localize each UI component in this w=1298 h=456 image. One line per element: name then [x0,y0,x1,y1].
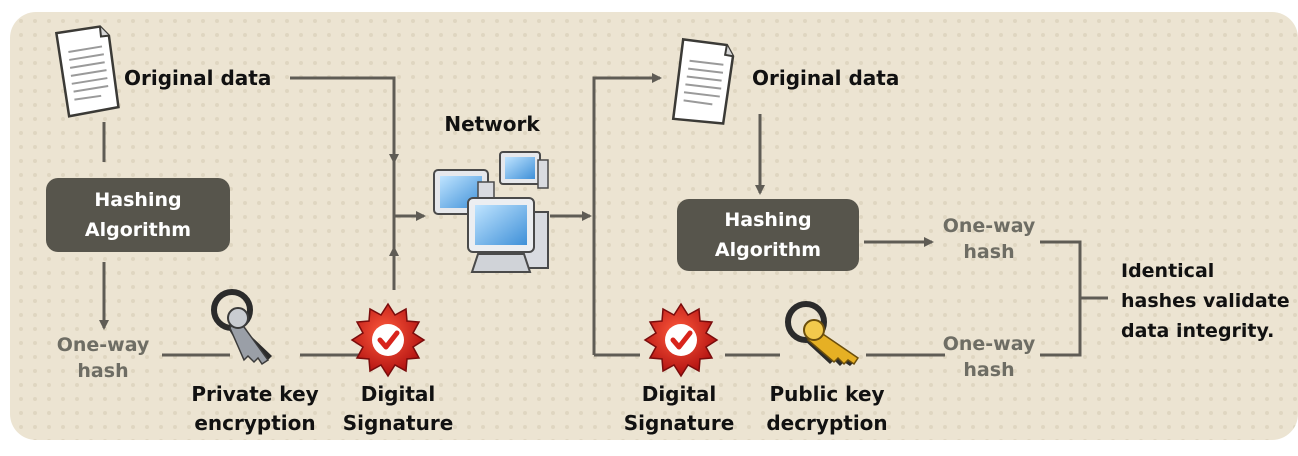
network-label: Network [444,112,540,136]
connectors [99,73,1108,357]
key-icon [785,301,860,366]
digital-signature-label-right: Digital Signature [614,380,744,438]
private-key-line-1: Private key [191,382,319,406]
seal-icon [350,302,426,378]
public-key-decryption-label: Public key decryption [752,380,902,438]
computer-icon [433,151,549,273]
private-key-line-2: encryption [194,411,316,435]
signature-line-2: Signature [342,411,454,435]
one-way-line-1: One-way [56,334,150,356]
result-label: Identical hashes validate data integrity… [1121,256,1290,346]
one-way-hash-label-right-bottom: One-way hash [934,331,1044,383]
background-panel [10,12,1298,440]
seal-icon [643,302,719,378]
one-way-hash-label-right-top: One-way hash [934,213,1044,265]
signature-line-2: Signature [623,411,735,435]
key-icon [211,289,272,366]
one-way-line-1: One-way [942,333,1036,355]
result-line-1: Identical [1121,260,1215,282]
hashing-line-2: Algorithm [84,219,192,241]
public-key-line-2: decryption [766,411,888,435]
hashing-line-2: Algorithm [714,239,822,261]
private-key-encryption-label: Private key encryption [180,380,330,438]
signature-line-1: Digital [641,382,717,406]
result-line-3: data integrity. [1121,320,1275,342]
result-line-2: hashes validate [1121,290,1290,312]
document-icon [671,37,735,125]
hashing-algorithm-box-left [46,178,230,252]
hashing-line-1: Hashing [724,209,812,231]
original-data-label-right: Original data [752,66,900,90]
public-key-line-1: Public key [769,382,885,406]
one-way-line-1: One-way [942,215,1036,237]
one-way-line-2: hash [963,241,1015,263]
one-way-line-2: hash [963,359,1015,381]
original-data-label-left: Original data [124,66,272,90]
hashing-algorithm-label-left: Hashing Algorithm [46,185,230,245]
document-icon [54,25,120,118]
one-way-hash-label-left: One-way hash [48,332,158,384]
hashing-line-1: Hashing [94,189,182,211]
hashing-algorithm-label-right: Hashing Algorithm [677,205,859,265]
signature-line-1: Digital [360,382,436,406]
one-way-line-2: hash [77,360,129,382]
hashing-algorithm-box-right [677,199,859,271]
digital-signature-label-left: Digital Signature [333,380,463,438]
